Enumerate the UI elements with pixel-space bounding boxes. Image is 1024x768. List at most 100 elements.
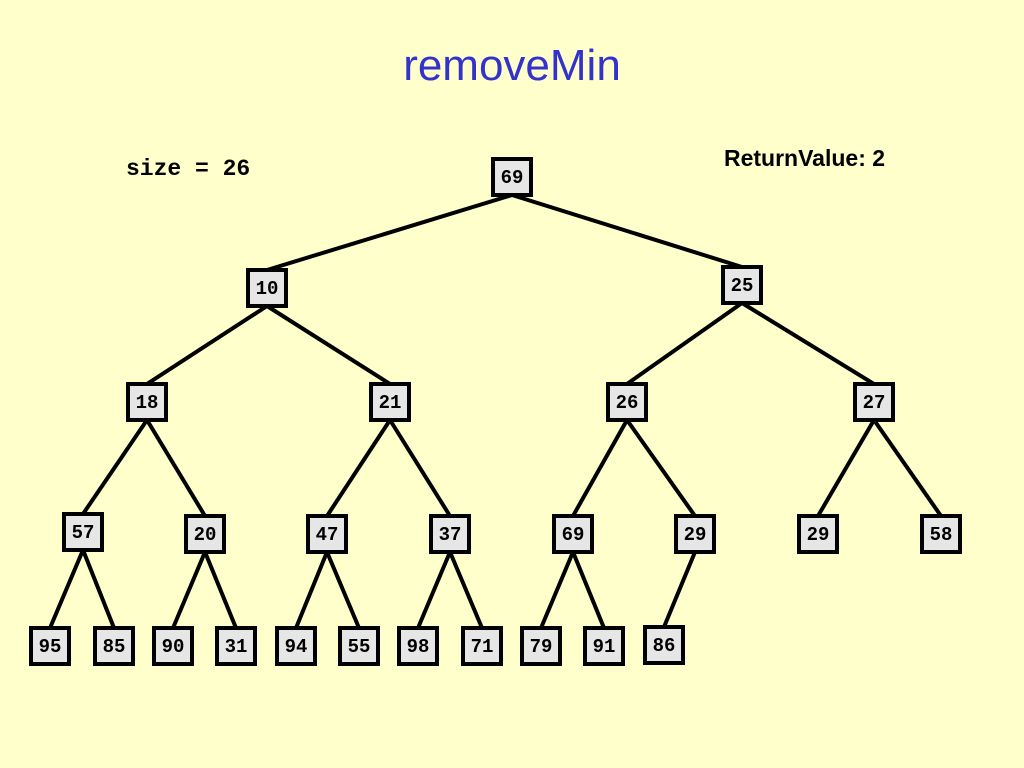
node-box xyxy=(491,157,533,197)
heap-node: 37 xyxy=(429,514,471,554)
tree-edge xyxy=(511,193,743,269)
node-value: 86 xyxy=(653,635,676,657)
heap-node: 31 xyxy=(215,626,257,666)
heap-node: 86 xyxy=(643,625,685,665)
tree-edge xyxy=(266,193,513,272)
node-box xyxy=(215,626,257,666)
node-box xyxy=(674,514,716,554)
node-value: 31 xyxy=(225,636,248,658)
node-box xyxy=(93,626,135,666)
node-value: 25 xyxy=(731,275,754,297)
node-value: 18 xyxy=(136,392,159,414)
node-box xyxy=(369,382,411,422)
size-label: size = 26 xyxy=(126,156,251,182)
heap-node: 47 xyxy=(306,514,348,554)
node-box xyxy=(721,265,763,305)
node-box xyxy=(552,514,594,554)
node-value: 71 xyxy=(471,636,494,658)
heap-node: 71 xyxy=(461,626,503,666)
heap-node: 91 xyxy=(583,626,625,666)
node-value: 95 xyxy=(39,636,62,658)
heap-node: 95 xyxy=(29,626,71,666)
node-box xyxy=(643,625,685,665)
node-box xyxy=(461,626,503,666)
tree-edges xyxy=(48,193,943,629)
node-value: 85 xyxy=(103,636,126,658)
heap-node: 69 xyxy=(552,514,594,554)
heap-node: 21 xyxy=(369,382,411,422)
heap-node: 29 xyxy=(674,514,716,554)
node-box xyxy=(246,268,288,308)
heap-node: 25 xyxy=(721,265,763,305)
page-title: removeMin xyxy=(403,41,621,90)
heap-node: 27 xyxy=(853,382,895,422)
node-box xyxy=(583,626,625,666)
node-value: 29 xyxy=(684,524,707,546)
heap-node: 58 xyxy=(920,514,962,554)
node-box xyxy=(853,382,895,422)
node-box xyxy=(797,514,839,554)
heap-node: 18 xyxy=(126,382,168,422)
heap-node: 90 xyxy=(152,626,194,666)
tree-edge xyxy=(571,551,606,629)
heap-node: 79 xyxy=(520,626,562,666)
node-box xyxy=(306,514,348,554)
node-box xyxy=(397,626,439,666)
node-box xyxy=(184,514,226,554)
node-value: 98 xyxy=(407,636,430,658)
heap-node: 57 xyxy=(62,512,104,552)
node-box xyxy=(62,512,104,552)
tree-edge xyxy=(81,418,149,516)
node-box xyxy=(275,626,317,666)
node-value: 57 xyxy=(72,522,95,544)
tree-nodes: 69 10 25 18 21 26 27 57 20 47 37 69 29 29 58 95 85 90 31 94… xyxy=(29,157,962,666)
tree-edge xyxy=(81,549,116,629)
tree-edge xyxy=(662,551,697,628)
node-box xyxy=(520,626,562,666)
heap-node: 85 xyxy=(93,626,135,666)
tree-edge xyxy=(625,301,744,386)
node-value: 69 xyxy=(562,524,585,546)
node-value: 21 xyxy=(379,392,402,414)
tree-edge xyxy=(265,304,392,386)
tree-edge xyxy=(448,551,484,629)
heap-node: 55 xyxy=(338,626,380,666)
tree-edge xyxy=(203,551,238,629)
node-box xyxy=(338,626,380,666)
heap-node: 26 xyxy=(606,382,648,422)
heap-node: 29 xyxy=(797,514,839,554)
heap-node: 20 xyxy=(184,514,226,554)
node-value: 27 xyxy=(863,392,886,414)
node-value: 29 xyxy=(807,524,830,546)
heap-node: 98 xyxy=(397,626,439,666)
tree-edge xyxy=(325,418,392,518)
node-value: 20 xyxy=(194,524,217,546)
tree-edge xyxy=(872,418,943,518)
node-value: 47 xyxy=(316,524,339,546)
node-value: 26 xyxy=(616,392,639,414)
tree-edge xyxy=(740,301,876,386)
tree-edge xyxy=(171,551,207,629)
heap-node: 10 xyxy=(246,268,288,308)
tree-edge xyxy=(388,418,452,518)
node-value: 55 xyxy=(348,636,371,658)
node-value: 37 xyxy=(439,524,462,546)
node-value: 58 xyxy=(930,524,953,546)
tree-edge xyxy=(48,549,85,629)
tree-edge xyxy=(416,551,452,629)
tree-edge xyxy=(145,418,207,518)
node-value: 91 xyxy=(593,636,616,658)
node-value: 69 xyxy=(501,167,524,189)
node-box xyxy=(429,514,471,554)
node-value: 90 xyxy=(162,636,185,658)
heap-node: 94 xyxy=(275,626,317,666)
tree-edge xyxy=(625,418,697,518)
node-box xyxy=(152,626,194,666)
tree-edge xyxy=(325,551,361,629)
node-box xyxy=(126,382,168,422)
node-box xyxy=(606,382,648,422)
node-value: 94 xyxy=(285,636,308,658)
heap-node: 69 xyxy=(491,157,533,197)
tree-edge xyxy=(145,304,269,386)
